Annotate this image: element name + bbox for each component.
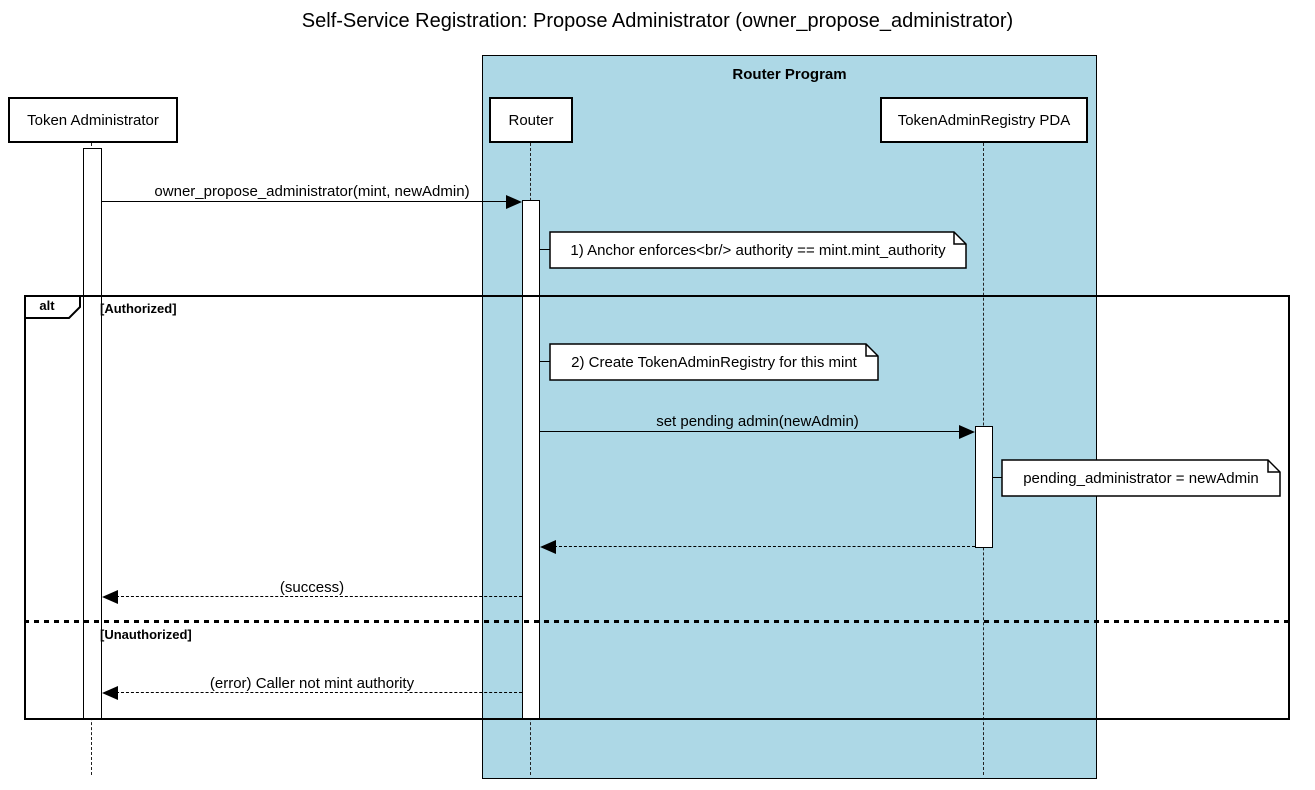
note-create-registry-text: 2) Create TokenAdminRegistry for this mi…: [571, 354, 857, 371]
actor-token-administrator-label: Token Administrator: [27, 111, 159, 129]
arrowhead-left-icon: [102, 686, 118, 700]
message-set-pending-admin-label: set pending admin(newAdmin): [656, 413, 859, 430]
note-anchor-enforces-text: 1) Anchor enforces<br/> authority == min…: [570, 242, 946, 259]
message-error-label: (error) Caller not mint authority: [209, 675, 415, 692]
note-pending-administrator: pending_administrator = newAdmin: [1001, 459, 1281, 497]
message-success-line: [116, 596, 522, 597]
message-return-to-router-line: [554, 546, 975, 547]
guard-authorized: [Authorized]: [100, 301, 177, 316]
alt-divider: [24, 620, 1290, 623]
message-success-label: (success): [279, 579, 345, 596]
actor-router: Router: [489, 97, 573, 143]
note-1-connector: [540, 249, 550, 250]
alt-operator-label: alt: [39, 298, 55, 313]
activation-tokenadminregistry-pda: [975, 426, 993, 548]
note-shape-icon: [549, 231, 967, 269]
note-pending-administrator-text: pending_administrator = newAdmin: [1023, 470, 1259, 487]
actor-tokenadminregistry-pda-label: TokenAdminRegistry PDA: [897, 111, 1071, 129]
alt-frame: [24, 295, 1290, 720]
actor-token-administrator: Token Administrator: [8, 97, 178, 143]
note-anchor-enforces: 1) Anchor enforces<br/> authority == min…: [549, 231, 967, 269]
router-program-container: Router Program: [482, 55, 1097, 779]
message-error-line: [116, 692, 522, 693]
guard-unauthorized: [Unauthorized]: [100, 627, 192, 642]
message-owner-propose-administrator-label: owner_propose_administrator(mint, newAdm…: [154, 183, 470, 200]
note-3-connector: [993, 477, 1002, 478]
diagram-title: Self-Service Registration: Propose Admin…: [301, 10, 1014, 32]
message-owner-propose-administrator-line: [102, 201, 508, 202]
arrowhead-right-icon: [959, 425, 975, 439]
arrowhead-left-icon: [102, 590, 118, 604]
note-shape-icon: [1001, 459, 1281, 497]
note-shape-icon: [549, 343, 879, 381]
note-create-registry: 2) Create TokenAdminRegistry for this mi…: [549, 343, 879, 381]
alt-operator-tab: [24, 295, 81, 319]
router-program-label: Router Program: [732, 66, 847, 83]
message-set-pending-admin-line: [540, 431, 961, 432]
actor-tokenadminregistry-pda: TokenAdminRegistry PDA: [880, 97, 1088, 143]
actor-router-label: Router: [508, 111, 554, 129]
arrowhead-right-icon: [506, 195, 522, 209]
note-2-connector: [540, 361, 550, 362]
arrowhead-left-icon: [540, 540, 556, 554]
